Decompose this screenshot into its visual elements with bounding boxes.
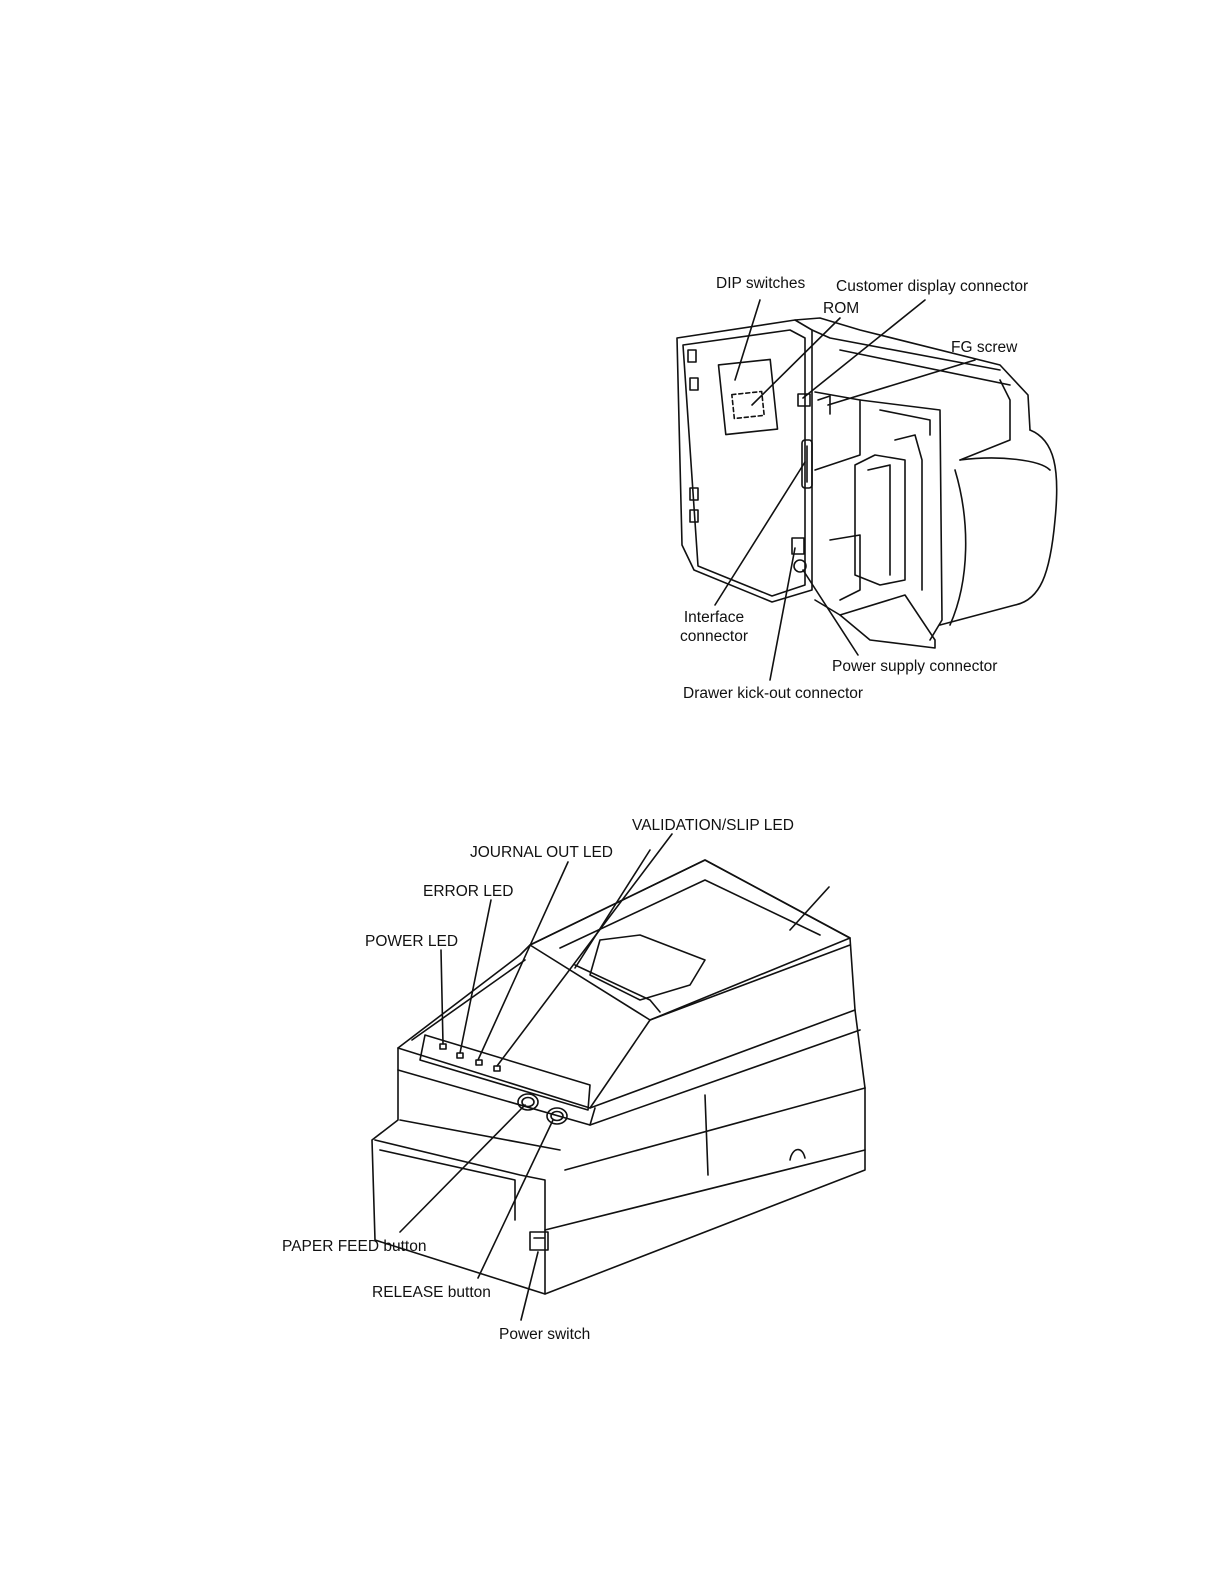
leader-validation — [497, 834, 672, 1066]
printer-rear-illustration — [0, 0, 1224, 760]
customer-display-connector-label: Customer display connector — [836, 277, 1028, 296]
leader-error — [460, 900, 491, 1053]
interface-connector-label-line2: connector — [672, 627, 756, 646]
leader-rom — [752, 318, 840, 405]
rom-label: ROM — [823, 299, 859, 318]
power-switch-label: Power switch — [499, 1325, 590, 1344]
paper-chute — [840, 595, 935, 648]
release-button-shape — [547, 1108, 567, 1124]
rom-socket — [732, 391, 764, 418]
customer-display-connector-shape — [798, 394, 810, 406]
power-led-shape — [440, 1044, 446, 1049]
dip-switch-cover — [718, 359, 777, 434]
validation-slip-led-shape — [494, 1066, 500, 1071]
leader-paper-feed — [400, 1105, 525, 1232]
fg-screw-label: FG screw — [951, 338, 1017, 357]
leader-drawer — [770, 548, 795, 680]
leader-power-led — [441, 950, 443, 1044]
slip-slot — [375, 1140, 545, 1294]
control-panel — [420, 1035, 590, 1110]
leader-fg — [828, 360, 975, 405]
leader-interface — [715, 462, 805, 605]
error-led-shape — [457, 1053, 463, 1058]
interface-connector-label-line1: Interface — [672, 608, 756, 627]
side-housing — [940, 430, 1057, 625]
leader-validation-2 — [575, 850, 650, 968]
leader-dip — [735, 300, 760, 380]
leader-customer — [803, 300, 925, 398]
drawer-kickout-connector-label: Drawer kick-out connector — [683, 684, 863, 703]
leader-cover — [790, 887, 829, 930]
validation-slip-led-label: VALIDATION/SLIP LED — [632, 816, 794, 835]
leader-release — [478, 1120, 553, 1278]
power-supply-connector-label: Power supply connector — [832, 657, 997, 676]
leader-power-switch — [521, 1252, 538, 1320]
power-led-label: POWER LED — [365, 932, 458, 951]
journal-out-led-shape — [476, 1060, 482, 1065]
dip-switches-label: DIP switches — [716, 274, 805, 293]
front-body — [372, 860, 865, 1294]
power-switch-shape — [530, 1232, 548, 1250]
paper-feed-button-label: PAPER FEED button — [282, 1237, 426, 1256]
paper-feed-button-shape — [518, 1094, 538, 1110]
journal-out-led-label: JOURNAL OUT LED — [470, 843, 613, 862]
interface-connector-label: Interface connector — [672, 608, 756, 646]
top-cover — [530, 860, 850, 1020]
error-led-label: ERROR LED — [423, 882, 513, 901]
release-button-label: RELEASE button — [372, 1283, 491, 1302]
